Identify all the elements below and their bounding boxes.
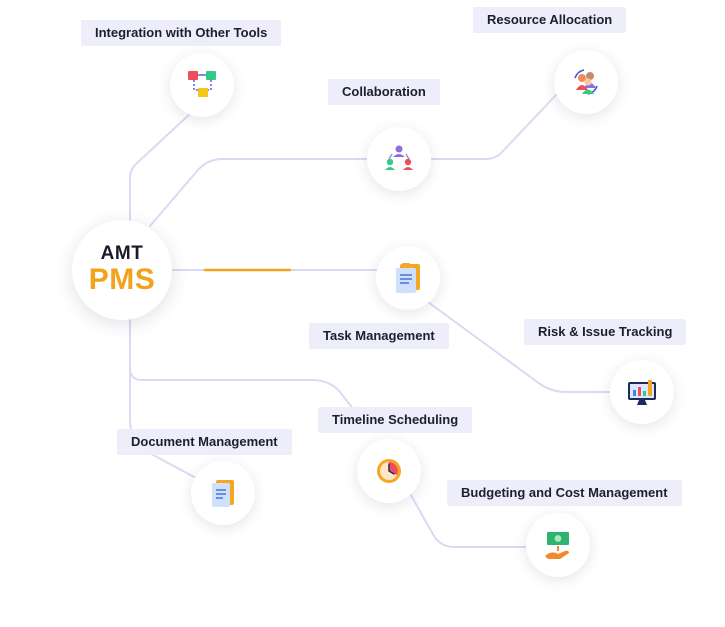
hub-title-line2: PMS xyxy=(88,263,156,296)
connector-integration xyxy=(129,111,193,223)
people-network-icon xyxy=(385,145,413,170)
connector-collaboration xyxy=(149,158,369,227)
label-document-management: Document Management xyxy=(117,429,292,455)
label-budgeting-cost-management: Budgeting and Cost Management xyxy=(447,480,682,506)
money-hand-icon xyxy=(545,532,569,559)
connector-resource xyxy=(431,94,557,160)
label-collaboration: Collaboration xyxy=(328,79,440,105)
monitor-chart-icon xyxy=(628,380,656,405)
node-timeline-scheduling xyxy=(357,439,421,503)
label-timeline-scheduling: Timeline Scheduling xyxy=(318,407,473,433)
label-task-management: Task Management xyxy=(309,323,449,349)
node-budgeting-cost-management xyxy=(526,513,590,577)
label-resource-allocation: Resource Allocation xyxy=(473,7,627,33)
hub-amt-pms: AMT PMS xyxy=(72,220,172,320)
hub-title-line1: AMT xyxy=(100,243,144,264)
node-resource-allocation xyxy=(554,50,618,114)
node-integration xyxy=(170,53,234,117)
connector-risk xyxy=(427,301,611,393)
blocks-icon xyxy=(188,71,216,97)
clipboard-icon xyxy=(396,263,420,293)
node-task-management xyxy=(376,246,440,310)
node-document-management xyxy=(191,461,255,525)
node-collaboration xyxy=(367,127,431,191)
team-cycle-icon xyxy=(574,69,598,95)
connector-budget xyxy=(407,489,529,548)
label-integration: Integration with Other Tools xyxy=(81,20,282,46)
document-icon xyxy=(212,480,234,507)
node-risk-issue-tracking xyxy=(610,360,674,424)
clock-icon xyxy=(377,459,401,483)
label-risk-issue-tracking: Risk & Issue Tracking xyxy=(524,319,687,345)
connector-document xyxy=(129,367,197,479)
